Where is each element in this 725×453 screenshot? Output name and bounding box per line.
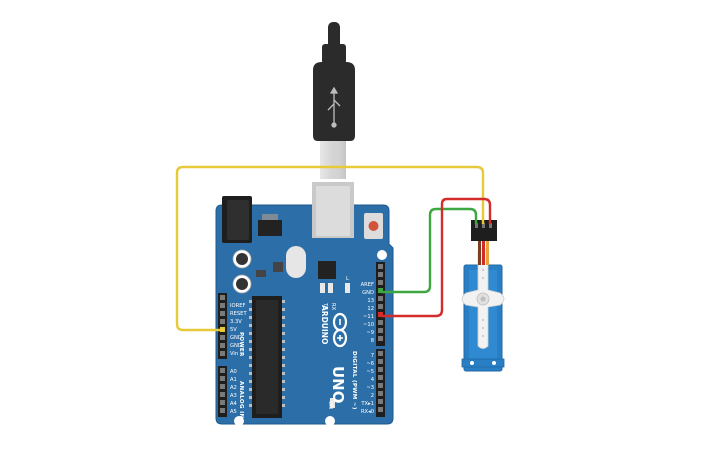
pin-label: GND [362,290,374,296]
pin-label: TX▸1 [360,401,374,407]
voltage-regulator [258,214,282,236]
led-tx-label: TX [322,302,328,310]
pin-label: 5V [230,327,237,333]
arduino-logo [332,312,348,348]
small-chip [273,262,283,272]
mounting-hole [377,250,387,260]
usb-chip [318,261,336,279]
brand-label: ARDUINO [320,305,329,344]
power-section-label: POWER [238,332,244,357]
pin-label: 2 [371,393,374,399]
arduino-uno-board[interactable]: TX RX L ON [215,182,394,426]
pin-label: 3.3V [230,319,242,325]
power-header [218,293,227,359]
pin-label: 8 [371,338,374,344]
reset-button[interactable] [364,213,383,239]
small-chip [256,270,266,277]
pin-label: A1 [230,377,237,383]
analog-pin-labels: A0 A1 A2 A3 A4 A5 [230,369,238,415]
wire-yellow[interactable] [175,165,485,332]
servo-motor[interactable] [461,220,505,372]
pin-label: 4 [371,377,375,383]
pin-label: IOREF [230,303,245,309]
pin-label: Vin [230,351,238,357]
mounting-hole [325,416,335,426]
pin-5v-connected [220,327,225,332]
pin-label: RX◂0 [361,409,374,415]
wire-red[interactable] [381,197,492,318]
microcontroller-chip [249,296,285,418]
digital-header-top [376,262,385,346]
pin-label: A2 [230,385,237,391]
capacitor [232,249,252,294]
wire-green[interactable] [381,207,478,294]
digital-bottom-pin-labels: 7 ~6 ~5 4 ~3 2 TX▸1 RX◂0 [360,353,374,415]
power-pin-labels: IOREF RESET 3.3V 5V GND GND Vin [230,303,247,357]
model-label: UNO [329,366,347,404]
pin-label: 13 [367,298,374,304]
usb-symbol-icon [327,86,341,128]
led-rx [328,283,333,293]
pin-11-connected [378,312,383,317]
pin-label: RESET [230,311,247,317]
mounting-hole [234,416,244,426]
led-l [345,283,350,293]
usb-port [312,182,354,238]
pin-label: AREF [361,282,374,288]
crystal-oscillator [286,246,306,278]
led-on [330,398,335,408]
usb-cable[interactable] [313,22,355,179]
pin-label: ~9 [366,330,374,336]
servo-connector [471,220,497,241]
digital-section-label: DIGITAL (PWM ~) [351,351,357,410]
led-l-label: L [346,276,349,282]
led-tx [320,283,325,293]
digital-header-bottom [376,349,385,417]
pin-label: ~3 [366,385,374,391]
pin-label: A3 [230,393,237,399]
pin-label: 7 [371,353,374,359]
pin-gnd-connected [378,288,383,293]
pin-label: A5 [230,409,237,415]
power-jack [222,196,252,243]
digital-top-pin-labels: AREF GND 13 12 ~11 ~10 ~9 8 [361,282,374,344]
pin-label: ~5 [366,369,374,375]
led-rx-label: RX [330,303,336,311]
pin-label: A0 [230,369,237,375]
pin-label: GND [230,335,242,341]
led-on-label: ON [327,401,333,409]
pin-label: ~6 [366,361,374,367]
pin-label: 12 [367,306,374,312]
pin-label: A4 [230,401,238,407]
analog-header [218,366,227,417]
servo-horn[interactable] [461,248,505,349]
pin-label: ~10 [363,322,374,328]
pin-label: ~11 [363,314,374,320]
pin-label: GND [230,343,242,349]
analog-section-label: ANALOG IN [238,381,244,418]
